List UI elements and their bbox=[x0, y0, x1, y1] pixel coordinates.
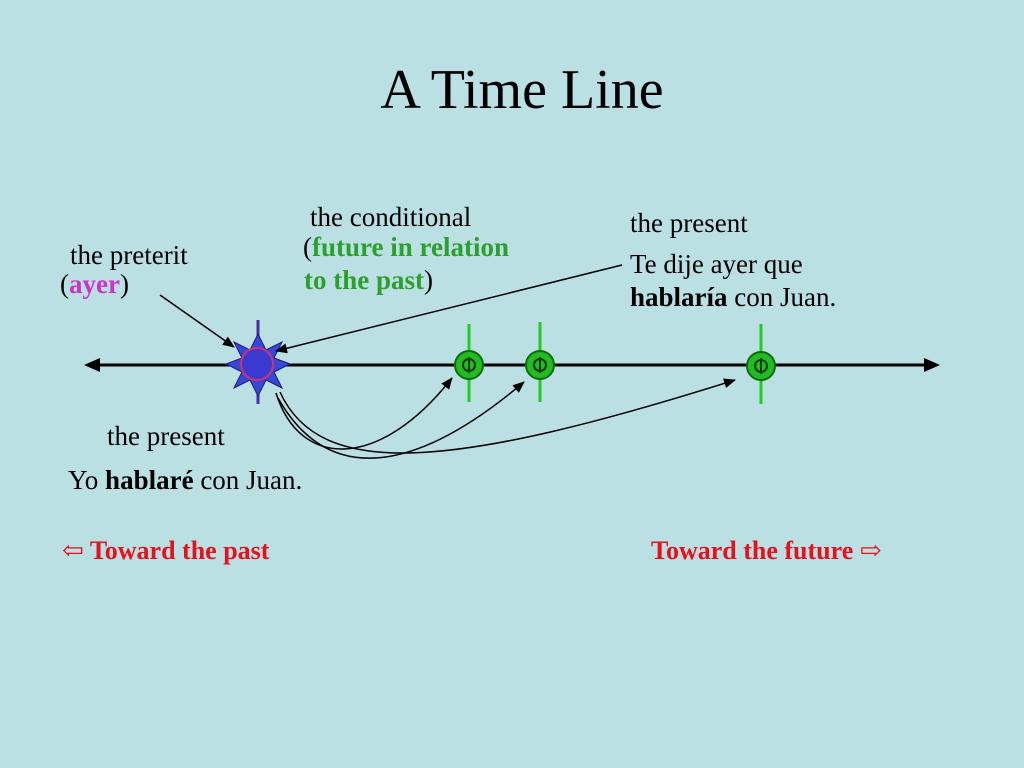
curve-arrow-2 bbox=[277, 381, 525, 459]
conditional-desc-line1: (future in relation bbox=[303, 232, 509, 263]
arrow-left-icon bbox=[84, 358, 100, 372]
example-top-rest: con Juan. bbox=[727, 282, 837, 312]
conditional-desc-1: future in relation bbox=[312, 232, 510, 262]
present-marker bbox=[224, 320, 292, 404]
example-bottom-start: Yo bbox=[68, 465, 106, 495]
future-marker-3 bbox=[746, 324, 776, 404]
page-title: A Time Line bbox=[380, 59, 664, 121]
toward-past-label: ⇦ Toward the past bbox=[62, 536, 270, 565]
curve-arrow-1 bbox=[275, 377, 453, 450]
conditional-desc-2: to the past bbox=[304, 265, 424, 295]
paren: ) bbox=[424, 265, 433, 295]
curve-arrow-3 bbox=[279, 378, 736, 454]
verb-hablare: hablaré bbox=[105, 465, 194, 495]
conditional-label: the conditional bbox=[310, 202, 472, 232]
conditional-desc-line2: to the past) bbox=[304, 265, 433, 296]
arrow-right-icon bbox=[924, 358, 940, 372]
example-bottom-rest: con Juan. bbox=[193, 465, 303, 495]
preterit-example: (ayer) bbox=[60, 269, 129, 300]
conditional-pointer-arrow bbox=[275, 264, 623, 354]
paren: ( bbox=[303, 232, 312, 262]
toward-future-label: Toward the future ⇨ bbox=[651, 536, 882, 565]
ayer-word: ayer bbox=[69, 269, 120, 299]
example-top-line1: Te dije ayer que bbox=[630, 249, 803, 279]
preterit-pointer-arrow bbox=[159, 294, 235, 348]
paren: ) bbox=[119, 269, 129, 299]
present-top-label: the present bbox=[630, 208, 748, 238]
timeline-axis bbox=[84, 358, 940, 372]
future-marker-1 bbox=[454, 324, 484, 402]
present-bottom-label: the present bbox=[107, 421, 225, 451]
example-top-line2: hablaría con Juan. bbox=[630, 282, 836, 313]
future-marker-2 bbox=[525, 322, 555, 402]
example-bottom: Yo hablaré con Juan. bbox=[68, 465, 302, 496]
paren: ( bbox=[60, 269, 69, 299]
verb-hablaria: hablaría bbox=[630, 282, 728, 312]
preterit-label: the preterit bbox=[70, 240, 188, 270]
